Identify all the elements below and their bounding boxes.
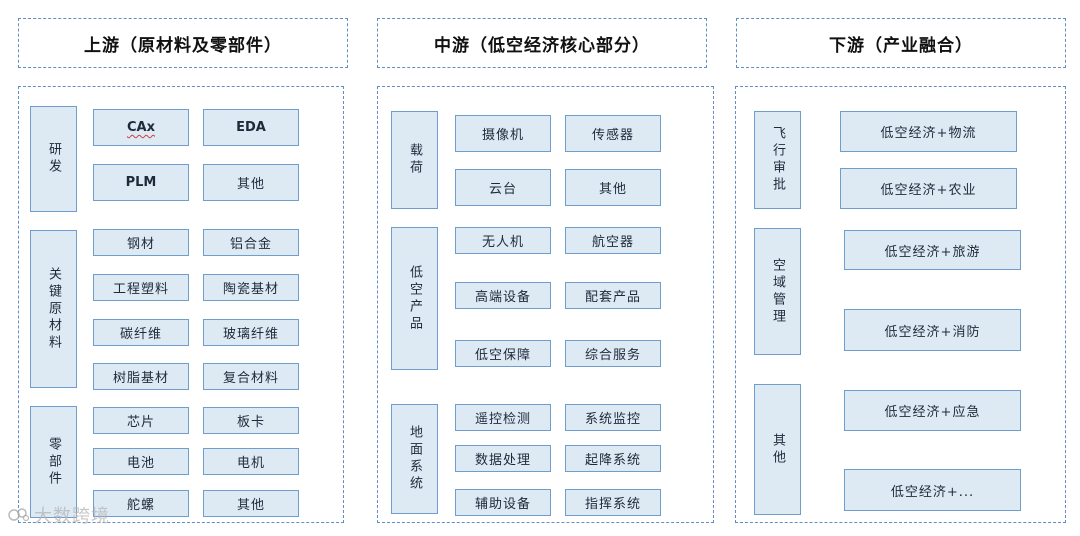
upstream-panel bbox=[18, 86, 344, 523]
item-plastics: 工程塑料 bbox=[93, 274, 189, 301]
item-parts-other: 其他 bbox=[203, 490, 299, 517]
category-other: 其他 bbox=[754, 384, 801, 515]
item-aluminum: 铝合金 bbox=[203, 229, 299, 256]
item-auxiliary-equipment: 辅助设备 bbox=[455, 489, 551, 516]
item-payload-other: 其他 bbox=[565, 169, 661, 206]
item-steel: 钢材 bbox=[93, 229, 189, 256]
item-board: 板卡 bbox=[203, 407, 299, 434]
item-emergency: 低空经济+应急 bbox=[844, 390, 1021, 431]
category-materials: 关键原材料 bbox=[30, 230, 77, 388]
item-composite: 复合材料 bbox=[203, 363, 299, 390]
upstream-header: 上游（原材料及零部件） bbox=[18, 18, 348, 68]
watermark-text: 大数跨境 bbox=[34, 506, 110, 527]
item-integrated-services: 综合服务 bbox=[565, 340, 661, 367]
midstream-panel bbox=[377, 86, 714, 523]
item-drone: 无人机 bbox=[455, 227, 551, 254]
item-low-altitude-support: 低空保障 bbox=[455, 340, 551, 367]
item-camera: 摄像机 bbox=[455, 115, 551, 152]
downstream-panel bbox=[735, 86, 1066, 523]
watermark-logo-icon bbox=[8, 508, 30, 522]
item-aircraft: 航空器 bbox=[565, 227, 661, 254]
category-flight-approval: 飞行审批 bbox=[754, 111, 801, 209]
item-system-monitoring: 系统监控 bbox=[565, 404, 661, 431]
midstream-header: 中游（低空经济核心部分） bbox=[377, 18, 707, 68]
category-products: 低空产品 bbox=[391, 227, 438, 370]
item-takeoff-landing: 起降系统 bbox=[565, 445, 661, 472]
downstream-header: 下游（产业融合） bbox=[736, 18, 1066, 68]
item-carbon-fiber: 碳纤维 bbox=[93, 319, 189, 346]
item-supporting-products: 配套产品 bbox=[565, 282, 661, 309]
watermark: 大数跨境 bbox=[8, 502, 110, 528]
item-motor: 电机 bbox=[203, 448, 299, 475]
item-chip: 芯片 bbox=[93, 407, 189, 434]
item-resin: 树脂基材 bbox=[93, 363, 189, 390]
item-battery: 电池 bbox=[93, 448, 189, 475]
item-rd-other: 其他 bbox=[203, 164, 299, 201]
item-gimbal: 云台 bbox=[455, 169, 551, 206]
item-data-processing: 数据处理 bbox=[455, 445, 551, 472]
item-tourism: 低空经济+旅游 bbox=[844, 230, 1021, 270]
item-plm: PLM bbox=[93, 164, 189, 201]
item-agriculture: 低空经济+农业 bbox=[840, 168, 1017, 209]
item-eda: EDA bbox=[203, 109, 299, 146]
item-sensor: 传感器 bbox=[565, 115, 661, 152]
item-ceramic: 陶瓷基材 bbox=[203, 274, 299, 301]
category-payload: 载荷 bbox=[391, 111, 438, 209]
item-firefighting: 低空经济+消防 bbox=[844, 309, 1021, 351]
item-more: 低空经济+... bbox=[844, 469, 1021, 511]
category-rd: 研发 bbox=[30, 106, 77, 212]
item-remote-inspection: 遥控检测 bbox=[455, 404, 551, 431]
item-command-system: 指挥系统 bbox=[565, 489, 661, 516]
item-propeller: 舵螺 bbox=[93, 490, 189, 517]
item-cax: CAx bbox=[93, 109, 189, 146]
category-parts: 零部件 bbox=[30, 406, 77, 518]
item-high-end-equipment: 高端设备 bbox=[455, 282, 551, 309]
category-ground-system: 地面系统 bbox=[391, 404, 438, 514]
category-airspace-management: 空域管理 bbox=[754, 228, 801, 355]
item-logistics: 低空经济+物流 bbox=[840, 111, 1017, 152]
item-glass-fiber: 玻璃纤维 bbox=[203, 319, 299, 346]
